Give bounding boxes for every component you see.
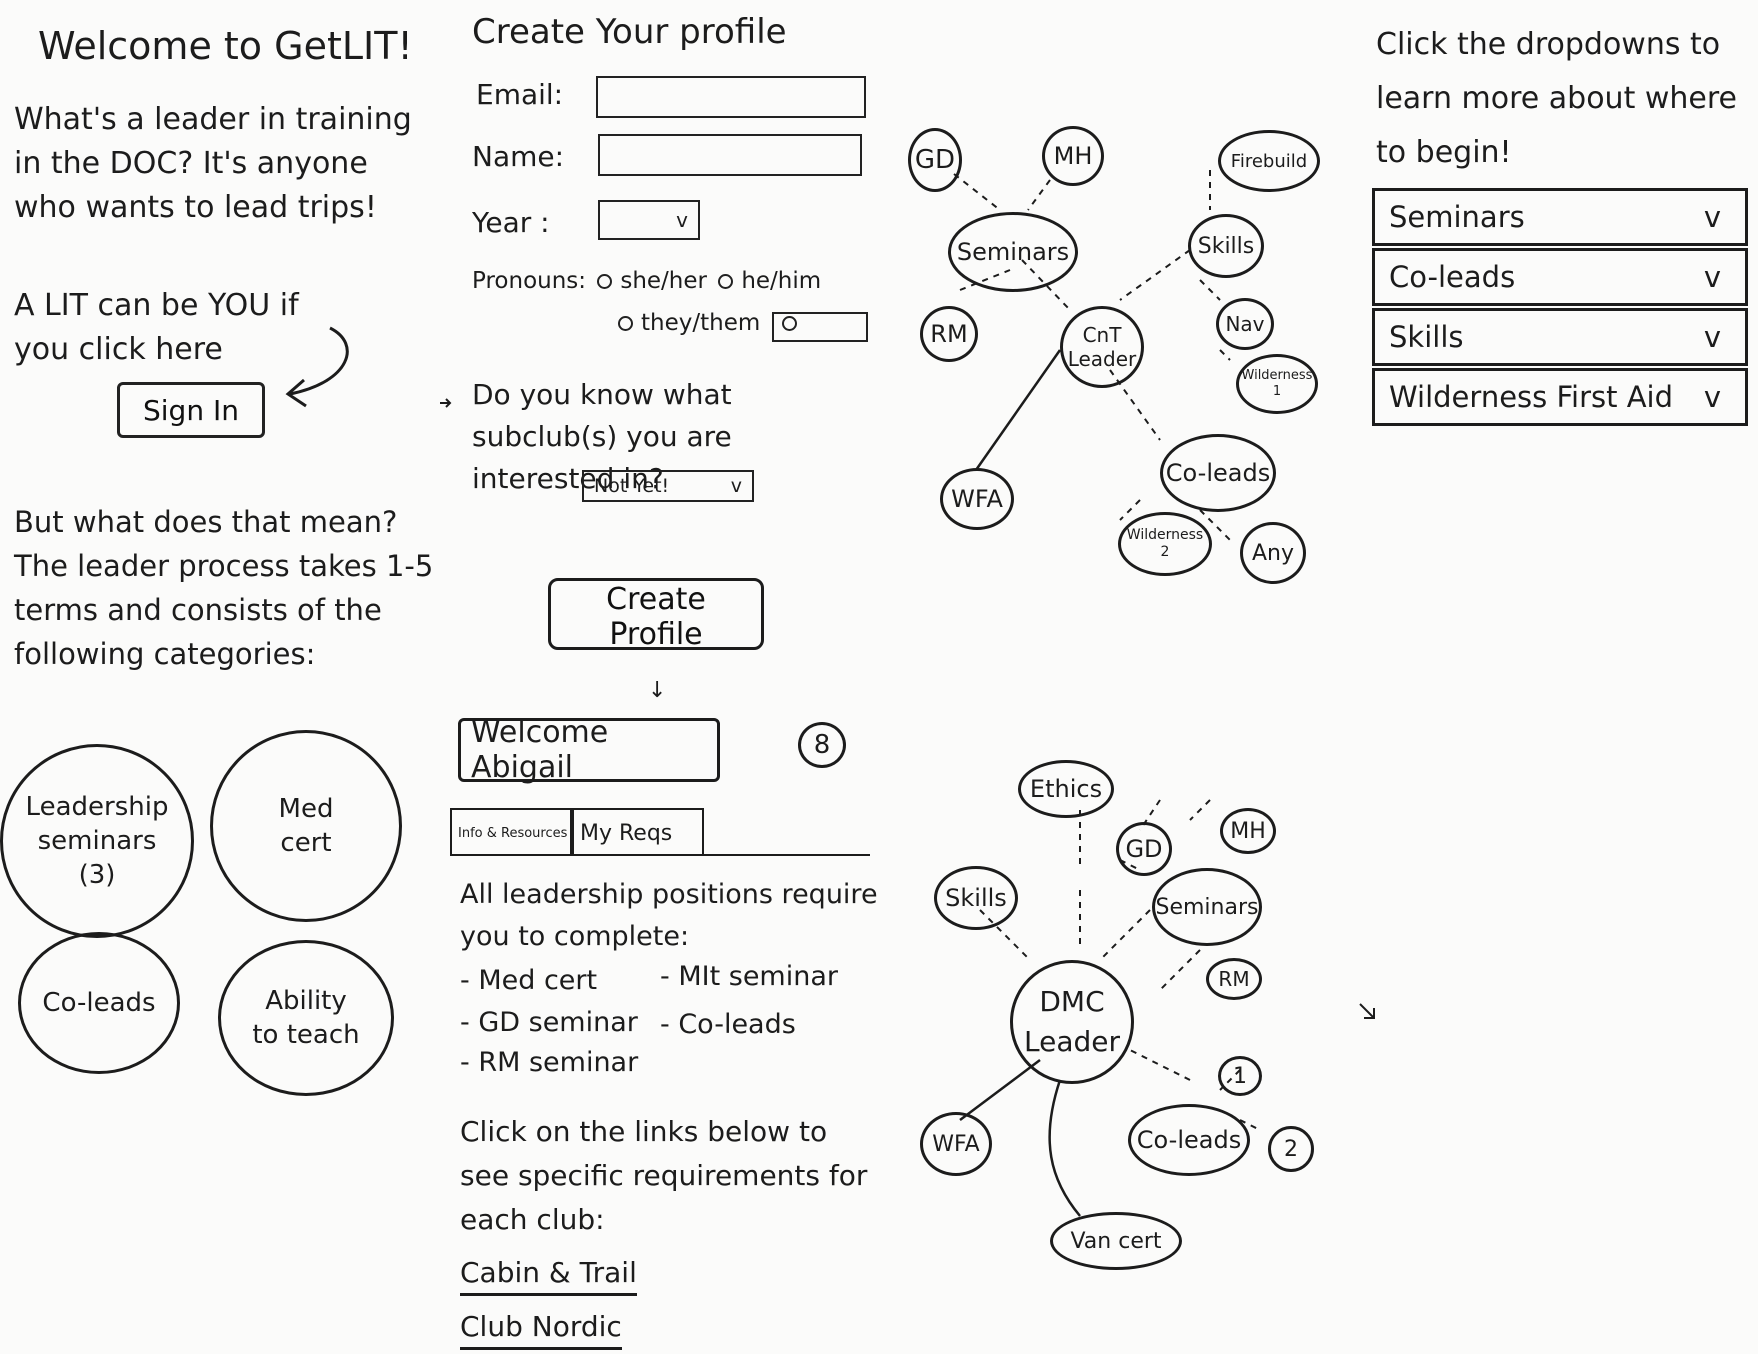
- pronouns-label: Pronouns:: [472, 268, 587, 294]
- category-co-leads: Co-leads: [18, 932, 180, 1074]
- welcome-banner: Welcome Abigail: [458, 715, 720, 785]
- cnt-node-wilderness-1: Wilderness 1: [1236, 354, 1318, 414]
- chevron-down-icon: v: [1703, 320, 1721, 354]
- pronoun-radio-he[interactable]: [718, 274, 734, 289]
- cnt-node-mh: MH: [1042, 126, 1104, 186]
- create-profile-button[interactable]: Create Profile: [548, 578, 764, 652]
- sign-in-button[interactable]: Sign In: [117, 382, 265, 438]
- subclub-select-value: Not Yet!: [594, 475, 670, 497]
- requirement-item: - GD seminar: [460, 1007, 638, 1038]
- dropdown-seminars[interactable]: Seminars v: [1372, 188, 1748, 246]
- intro-text: What's a leader in training in the DOC? …: [14, 102, 412, 225]
- dropdown-skills[interactable]: Skills v: [1372, 308, 1748, 366]
- arrow-icon: [1359, 1003, 1375, 1019]
- cnt-node-center-leader: CnT Leader: [1060, 306, 1144, 388]
- cnt-node-firebuild: Firebuild: [1218, 130, 1320, 192]
- dmc-node-wfa: WFA: [920, 1112, 992, 1176]
- dmc-node-co-leads: Co-leads: [1128, 1104, 1250, 1176]
- cnt-node-wilderness-2: Wilderness 2: [1118, 512, 1212, 576]
- dmc-node-van-cert: Van cert: [1050, 1212, 1182, 1270]
- avatar[interactable]: 8: [798, 722, 846, 768]
- tab-divider: [450, 854, 870, 856]
- tab-info-resources[interactable]: Info & Resources: [450, 808, 572, 856]
- name-label: Name:: [472, 140, 565, 173]
- category-ability-to-teach: Ability to teach: [218, 940, 394, 1096]
- dmc-node-mh: MH: [1220, 808, 1276, 854]
- dropdown-label: Wilderness First Aid: [1389, 380, 1674, 414]
- cnt-node-gd: GD: [908, 128, 962, 192]
- pronouns-row: Pronouns: she/her he/him: [472, 268, 821, 294]
- chevron-down-icon: v: [1703, 380, 1721, 414]
- cta-text: A LIT can be YOU if you click here: [14, 288, 299, 367]
- cnt-node-rm: RM: [920, 306, 978, 362]
- dmc-node-skills: Skills: [934, 866, 1018, 930]
- pronoun-other-field[interactable]: [772, 312, 868, 342]
- link-cabin-trail[interactable]: Cabin & Trail: [460, 1256, 637, 1296]
- chevron-down-icon: v: [1703, 260, 1721, 294]
- cnt-node-wfa: WFA: [940, 468, 1014, 530]
- profile-title: Create Your profile: [472, 12, 787, 52]
- requirement-item: - MIt seminar: [660, 961, 838, 992]
- email-label: Email:: [476, 78, 564, 111]
- pronoun-label-he: he/him: [741, 268, 822, 294]
- cnt-node-nav: Nav: [1216, 298, 1274, 350]
- dropdown-wilderness-first-aid[interactable]: Wilderness First Aid v: [1372, 368, 1748, 426]
- cnt-node-any: Any: [1240, 522, 1306, 584]
- pronoun-label-she: she/her: [620, 268, 707, 294]
- requirements-intro: All leadership positions require you to …: [460, 879, 878, 952]
- year-label: Year :: [472, 206, 550, 239]
- dropdown-co-leads[interactable]: Co-leads v: [1372, 248, 1748, 306]
- link-club-nordic[interactable]: Club Nordic: [460, 1310, 622, 1350]
- dmc-node-2: 2: [1268, 1126, 1314, 1172]
- requirement-item: - Co-leads: [660, 1009, 796, 1040]
- cnt-node-skills: Skills: [1188, 214, 1264, 278]
- dmc-node-seminars: Seminars: [1152, 868, 1262, 946]
- chevron-down-icon: v: [1703, 200, 1721, 234]
- dmc-node-rm: RM: [1206, 958, 1262, 1000]
- tab-my-reqs[interactable]: My Reqs: [572, 808, 704, 856]
- pronoun-label-they: they/them: [641, 310, 761, 336]
- email-field[interactable]: [596, 76, 866, 118]
- dropdown-label: Skills: [1389, 320, 1464, 354]
- subclub-question: Do you know what subclub(s) you are inte…: [472, 378, 732, 495]
- welcome-user: Welcome Abigail: [471, 715, 609, 785]
- dropdowns-intro: Click the dropdowns to learn more about …: [1376, 27, 1738, 170]
- chevron-down-icon: v: [730, 475, 742, 497]
- dmc-node-1: 1: [1218, 1056, 1262, 1096]
- dmc-node-ethics: Ethics: [1018, 760, 1114, 818]
- dropdown-label: Seminars: [1389, 200, 1525, 234]
- flow-arrow-icon: ↓: [648, 678, 667, 703]
- cnt-node-co-leads: Co-leads: [1160, 434, 1276, 512]
- dropdown-label: Co-leads: [1389, 260, 1516, 294]
- welcome-title: Welcome to GetLIT!: [38, 24, 413, 68]
- pronoun-radio-they[interactable]: [618, 316, 633, 331]
- cnt-node-seminars: Seminars: [948, 212, 1078, 292]
- chevron-down-icon: v: [676, 208, 688, 232]
- category-med-cert: Med cert: [210, 730, 402, 922]
- dmc-node-center-leader: DMC Leader: [1010, 960, 1134, 1084]
- dmc-node-gd: GD: [1116, 822, 1172, 876]
- subclub-select[interactable]: Not Yet! v: [582, 470, 754, 502]
- curved-arrow-icon: [285, 326, 349, 408]
- name-field[interactable]: [598, 134, 862, 176]
- links-intro: Click on the links below to see specific…: [460, 1115, 868, 1236]
- category-leadership-seminars: Leadership seminars (3): [0, 744, 194, 938]
- requirement-item: - RM seminar: [460, 1047, 639, 1078]
- pronoun-radio-she[interactable]: [597, 274, 613, 289]
- year-select[interactable]: v: [598, 200, 700, 240]
- requirement-item: - Med cert: [460, 965, 598, 996]
- bullet-arrow-icon: [440, 398, 452, 408]
- process-text: But what does that mean? The leader proc…: [14, 505, 434, 671]
